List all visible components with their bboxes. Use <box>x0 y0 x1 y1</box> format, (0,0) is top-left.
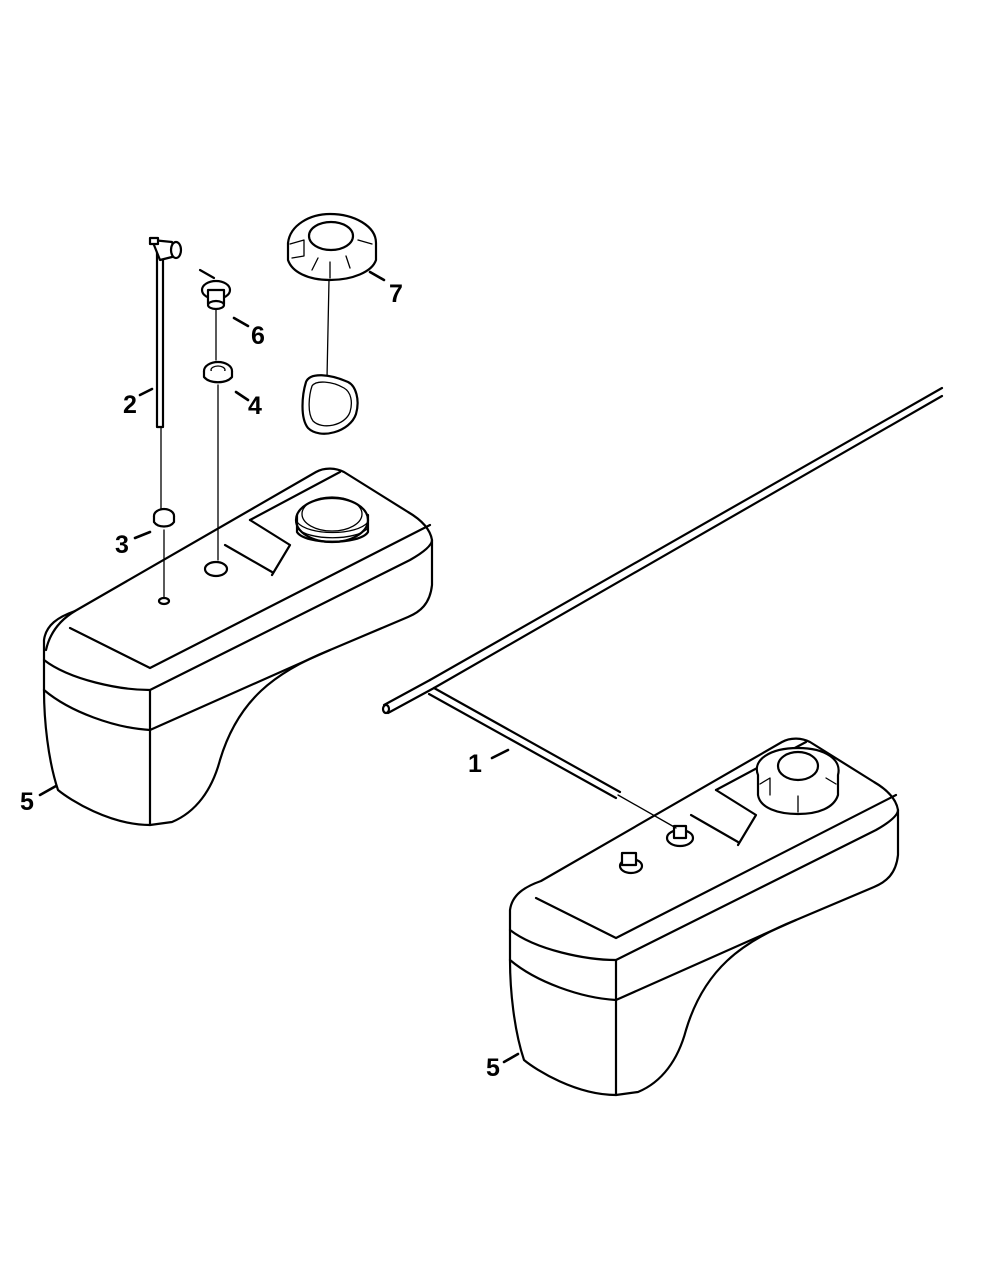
callout-labels: 2 3 4 6 7 5 5 1 <box>20 280 500 1082</box>
pickup-tube <box>148 236 183 513</box>
callout-6: 6 <box>251 322 265 350</box>
fuel-line <box>381 386 944 829</box>
grommet-small <box>152 507 176 599</box>
gas-cap <box>286 212 378 435</box>
leader-lines <box>38 270 520 1064</box>
callout-4: 4 <box>248 392 262 420</box>
vent-valve <box>198 268 232 361</box>
callout-3: 3 <box>115 531 129 559</box>
grommet-large <box>202 360 234 561</box>
callout-5-right: 5 <box>486 1054 500 1082</box>
callout-7: 7 <box>389 280 403 308</box>
fuel-tank-right <box>508 737 900 1097</box>
fuel-tank-left <box>42 467 434 827</box>
callout-2: 2 <box>123 391 137 419</box>
callout-5-left: 5 <box>20 788 34 816</box>
callout-1: 1 <box>468 750 482 778</box>
